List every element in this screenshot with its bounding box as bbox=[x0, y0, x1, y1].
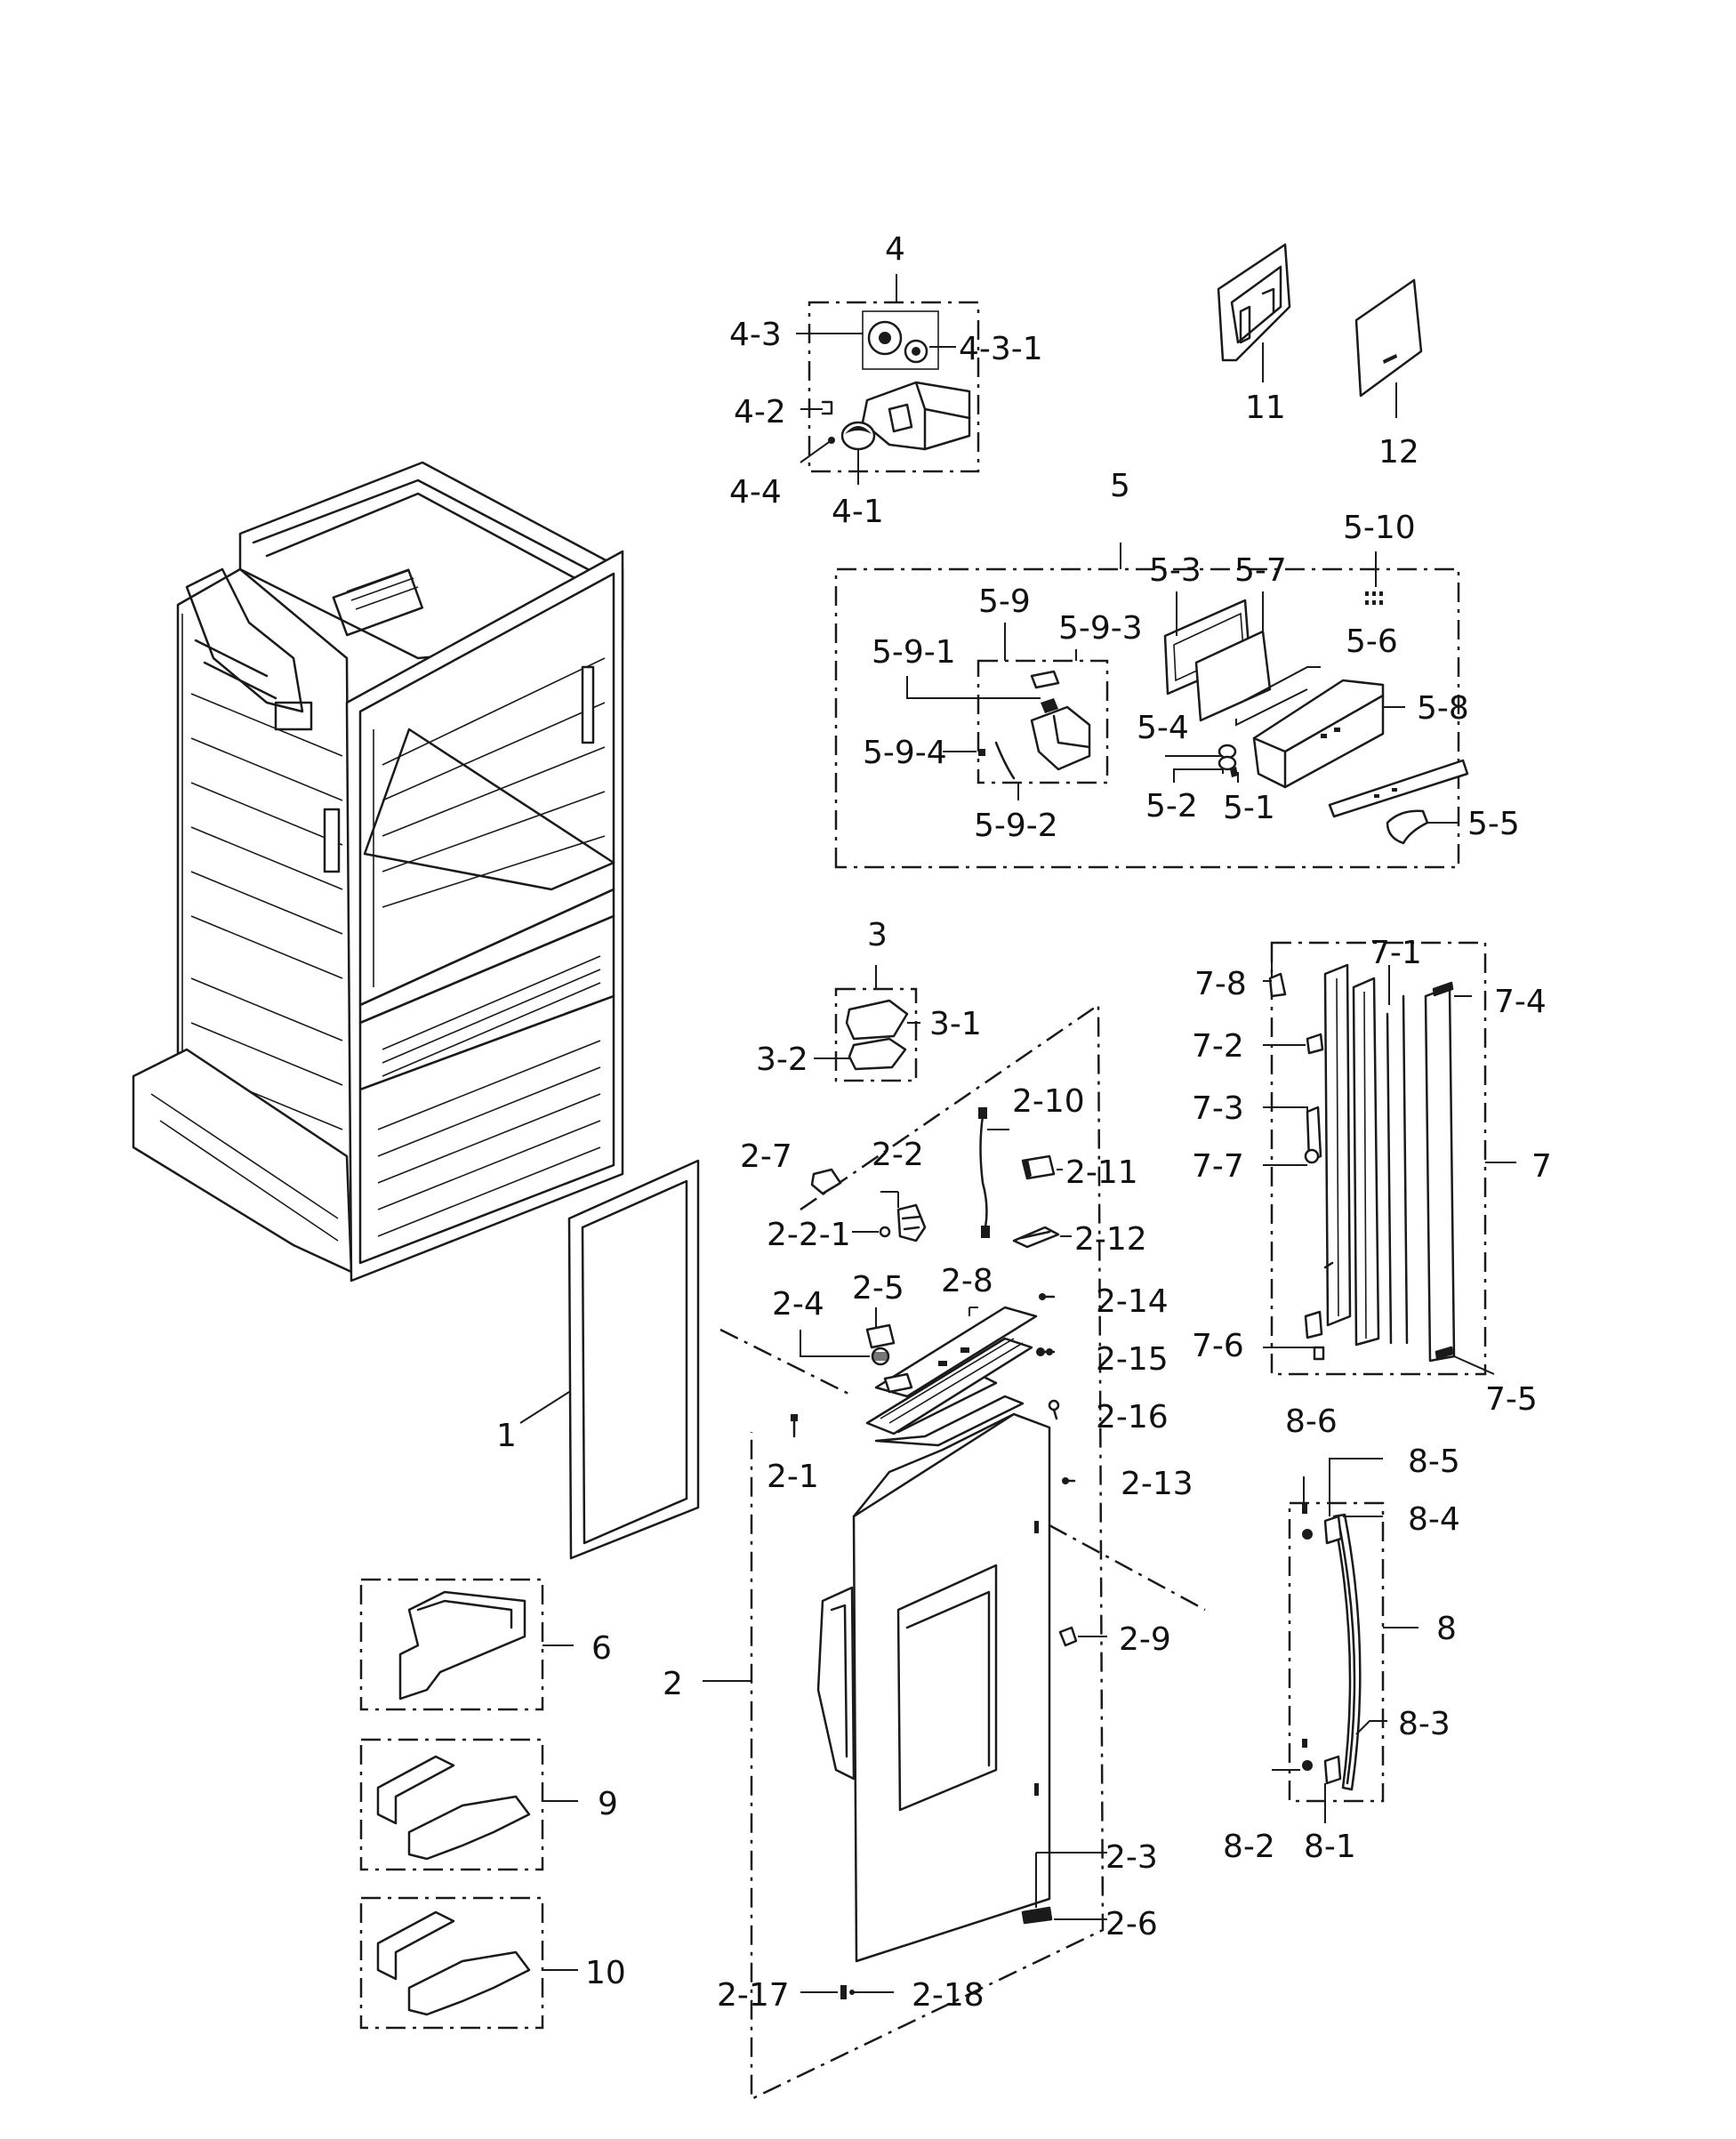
label-3: 3 bbox=[867, 917, 888, 953]
ice-maker-assembly-4 bbox=[796, 274, 980, 485]
label-2-1: 2-1 bbox=[767, 1459, 819, 1495]
label-4-3-1: 4-3-1 bbox=[959, 331, 1043, 367]
label-2-10: 2-10 bbox=[1012, 1083, 1085, 1120]
door-bin-10 bbox=[359, 1896, 578, 2030]
label-8-6: 8-6 bbox=[1285, 1403, 1338, 1440]
label-2-9: 2-9 bbox=[1119, 1621, 1171, 1658]
label-5-5: 5-5 bbox=[1467, 806, 1520, 842]
label-4-4: 4-4 bbox=[729, 474, 782, 511]
label-2-2-1: 2-2-1 bbox=[767, 1217, 851, 1253]
label-7-7: 7-7 bbox=[1192, 1148, 1244, 1185]
label-11: 11 bbox=[1245, 390, 1286, 426]
door-gasket bbox=[519, 1159, 700, 1560]
label-7-4: 7-4 bbox=[1494, 984, 1547, 1020]
label-5-9-2: 5-9-2 bbox=[974, 808, 1058, 844]
label-2-3: 2-3 bbox=[1105, 1839, 1158, 1876]
label-5-2: 5-2 bbox=[1145, 788, 1198, 824]
label-8-5: 8-5 bbox=[1408, 1443, 1460, 1480]
label-2-5: 2-5 bbox=[852, 1270, 904, 1307]
label-3-1: 3-1 bbox=[929, 1006, 982, 1042]
door-bin-6 bbox=[359, 1578, 574, 1711]
label-5: 5 bbox=[1110, 468, 1130, 504]
label-8: 8 bbox=[1436, 1611, 1457, 1647]
label-2-11: 2-11 bbox=[1065, 1154, 1138, 1191]
label-1: 1 bbox=[496, 1418, 517, 1454]
door-bin-9 bbox=[359, 1738, 578, 1871]
label-2-15: 2-15 bbox=[1096, 1341, 1169, 1378]
label-8-4: 8-4 bbox=[1408, 1501, 1460, 1538]
label-2-4: 2-4 bbox=[772, 1286, 824, 1323]
label-4: 4 bbox=[885, 231, 905, 268]
label-2-12: 2-12 bbox=[1074, 1221, 1147, 1258]
label-2-14: 2-14 bbox=[1096, 1283, 1169, 1320]
label-7-5: 7-5 bbox=[1485, 1381, 1538, 1418]
label-3-2: 3-2 bbox=[756, 1041, 808, 1078]
door-assembly bbox=[703, 1002, 1206, 2101]
label-9: 9 bbox=[598, 1786, 618, 1822]
label-7-2: 7-2 bbox=[1192, 1028, 1244, 1065]
label-5-8: 5-8 bbox=[1417, 690, 1469, 727]
label-8-1: 8-1 bbox=[1304, 1829, 1356, 1865]
label-7-6: 7-6 bbox=[1192, 1328, 1244, 1364]
label-8-2: 8-2 bbox=[1223, 1829, 1275, 1865]
label-8-3: 8-3 bbox=[1398, 1706, 1451, 1742]
label-2-13: 2-13 bbox=[1121, 1466, 1194, 1502]
label-5-10: 5-10 bbox=[1343, 510, 1416, 546]
label-7: 7 bbox=[1531, 1148, 1552, 1185]
seal-kit-3 bbox=[814, 965, 920, 1082]
label-2-17: 2-17 bbox=[717, 1977, 790, 2014]
label-5-1: 5-1 bbox=[1223, 790, 1275, 826]
label-2-6: 2-6 bbox=[1105, 1906, 1158, 1942]
label-6: 6 bbox=[591, 1630, 612, 1667]
label-2-7: 2-7 bbox=[740, 1138, 792, 1175]
handle-assembly-8 bbox=[1272, 1458, 1419, 1823]
label-7-8: 7-8 bbox=[1194, 966, 1247, 1002]
label-5-7: 5-7 bbox=[1234, 552, 1287, 589]
label-5-3: 5-3 bbox=[1149, 552, 1202, 589]
cover-11 bbox=[1217, 243, 1291, 382]
trim-assembly-7 bbox=[1263, 941, 1516, 1376]
label-2: 2 bbox=[663, 1666, 683, 1702]
label-2-2: 2-2 bbox=[872, 1137, 924, 1173]
label-5-4: 5-4 bbox=[1137, 710, 1189, 746]
cover-12 bbox=[1354, 278, 1423, 418]
label-4-2: 4-2 bbox=[734, 394, 786, 430]
label-5-9-4: 5-9-4 bbox=[863, 735, 947, 771]
label-12: 12 bbox=[1378, 434, 1419, 470]
label-5-6: 5-6 bbox=[1346, 623, 1398, 660]
label-7-3: 7-3 bbox=[1192, 1090, 1244, 1127]
control-assembly-5 bbox=[834, 543, 1469, 869]
label-5-9: 5-9 bbox=[978, 583, 1031, 620]
label-7-1: 7-1 bbox=[1370, 935, 1422, 971]
refrigerator-cabinet bbox=[132, 461, 624, 1283]
label-4-1: 4-1 bbox=[832, 494, 884, 530]
label-5-9-3: 5-9-3 bbox=[1058, 610, 1143, 647]
label-10: 10 bbox=[585, 1955, 626, 1991]
label-2-18: 2-18 bbox=[912, 1977, 985, 2014]
label-4-3: 4-3 bbox=[729, 317, 782, 353]
label-5-9-1: 5-9-1 bbox=[872, 634, 956, 671]
label-2-8: 2-8 bbox=[941, 1263, 993, 1299]
callout-labels: 1 2 2-1 2-2 2-2-1 2-3 2-4 2-5 2-6 2-7 2-… bbox=[496, 231, 1552, 2014]
label-2-16: 2-16 bbox=[1096, 1399, 1169, 1435]
